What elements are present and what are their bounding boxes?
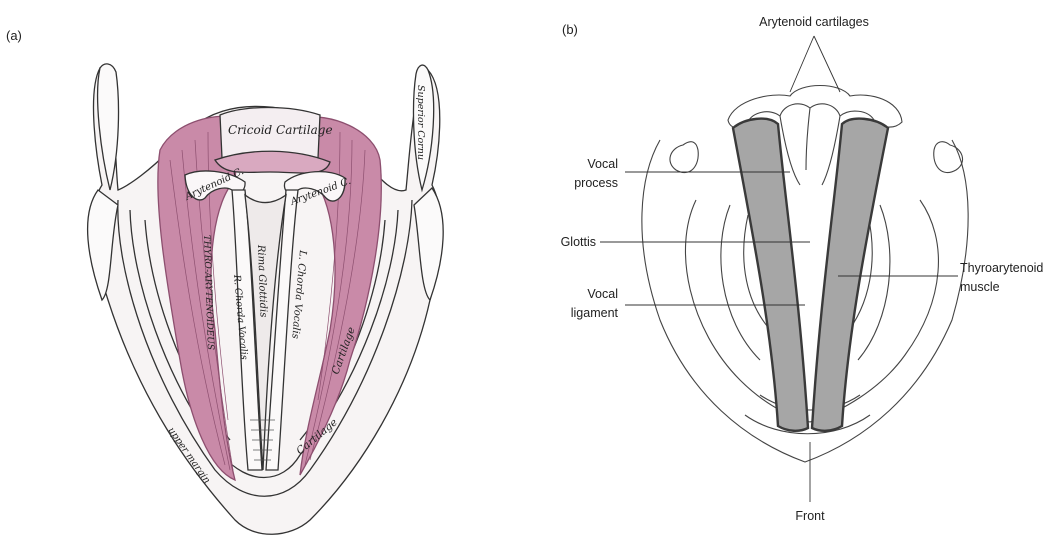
glottis-label: Glottis (561, 235, 596, 249)
vocal-process-label-1: Vocal (587, 157, 618, 171)
vocal-process-label-2: process (574, 176, 618, 190)
thyroarytenoid-label-2: muscle (960, 280, 1000, 294)
vocal-ligament-label-2: ligament (571, 306, 619, 320)
superior-cornu-label: Superior Cornu (415, 85, 426, 160)
thyroarytenoid-label-1: Thyroarytenoid (960, 261, 1043, 275)
cricoid-label: Cricoid Cartilage (228, 123, 333, 137)
vocal-ligament-label-1: Vocal (587, 287, 618, 301)
arytenoid-label: Arytenoid cartilages (759, 15, 869, 29)
front-label: Front (795, 509, 825, 523)
arytenoid-leader-right (814, 36, 840, 92)
arytenoid-leader-left (790, 36, 814, 92)
vocal-folds (733, 119, 888, 431)
right-vocal-fold (812, 119, 888, 431)
